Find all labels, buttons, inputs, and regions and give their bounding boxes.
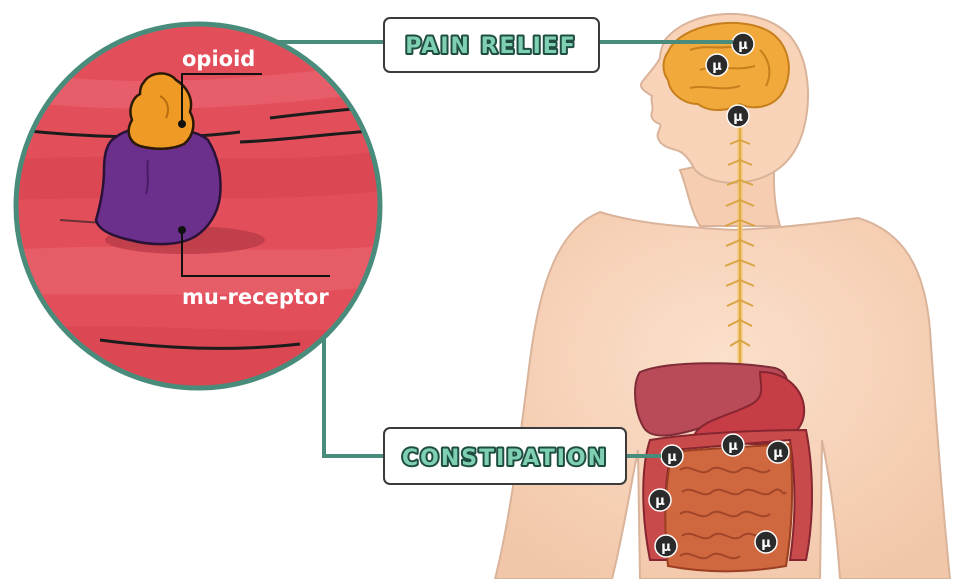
connector-zoom-to-constipation bbox=[324, 336, 384, 456]
mu-badge: μ bbox=[767, 441, 789, 463]
svg-text:μ: μ bbox=[712, 59, 722, 74]
mu-badge: μ bbox=[722, 434, 744, 456]
constipation-label: CONSTIPATION bbox=[402, 446, 608, 471]
mu-badge: μ bbox=[706, 54, 728, 76]
mu-badge: μ bbox=[649, 489, 671, 511]
mu-badge: μ bbox=[755, 531, 777, 553]
svg-text:μ: μ bbox=[728, 439, 738, 454]
human-body bbox=[495, 14, 950, 579]
svg-text:μ: μ bbox=[733, 110, 743, 125]
constipation-callout: CONSTIPATION bbox=[384, 428, 626, 484]
svg-text:μ: μ bbox=[773, 446, 783, 461]
mu-badge: μ bbox=[732, 33, 754, 55]
opioid-label: opioid bbox=[182, 47, 255, 71]
svg-text:μ: μ bbox=[661, 540, 671, 555]
zoom-circle: opioid mu-receptor bbox=[10, 20, 390, 400]
small-intestine bbox=[665, 444, 792, 571]
svg-text:μ: μ bbox=[761, 536, 771, 551]
mu-badge: μ bbox=[655, 535, 677, 557]
svg-text:μ: μ bbox=[667, 450, 677, 465]
mu-badge: μ bbox=[727, 105, 749, 127]
mu-receptor-label: mu-receptor bbox=[182, 285, 329, 309]
mu-badge: μ bbox=[661, 445, 683, 467]
pain-relief-callout: PAIN RELIEF bbox=[384, 18, 599, 72]
pain-relief-label: PAIN RELIEF bbox=[405, 34, 577, 59]
svg-text:μ: μ bbox=[738, 38, 748, 53]
svg-text:μ: μ bbox=[655, 494, 665, 509]
